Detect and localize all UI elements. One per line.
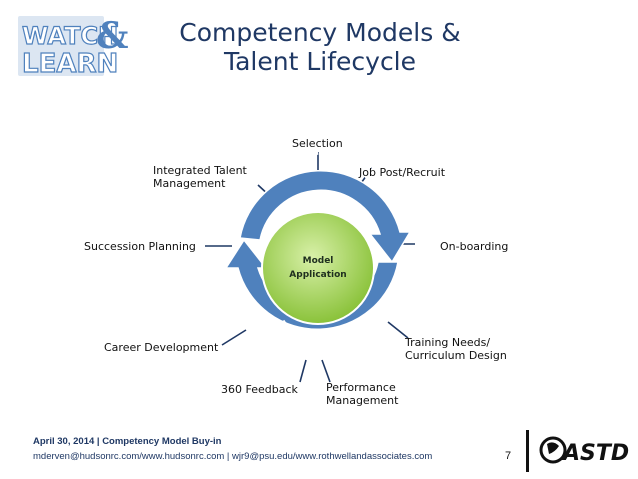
center-label-line2: Application — [289, 270, 346, 280]
astd-globe-icon — [539, 436, 567, 464]
spoke-performance — [321, 359, 331, 383]
center-circle — [261, 211, 375, 325]
ring-arrow-top — [239, 170, 412, 264]
label-performance-line2: Management — [326, 394, 399, 407]
slide-title: Competency Models & Talent Lifecycle — [150, 18, 490, 76]
footer-date-line: April 30, 2014 | Competency Model Buy-in — [33, 436, 222, 447]
label-succession-planning: Succession Planning — [84, 240, 196, 253]
label-job-post-recruit: Job Post/Recruit — [359, 166, 446, 179]
label-360-feedback: 360 Feedback — [221, 383, 298, 396]
label-performance-line1: Performance — [326, 381, 396, 394]
slide-title-line2: Talent Lifecycle — [223, 47, 417, 76]
label-training-line2: Curriculum Design — [405, 349, 507, 362]
label-training-needs: Training Needs/ Curriculum Design — [405, 336, 507, 362]
label-selection: Selection — [292, 137, 343, 150]
spoke-training — [387, 321, 409, 339]
footer-divider — [526, 430, 529, 472]
label-integrated-line1: Integrated Talent — [153, 164, 247, 177]
logo-watch-text: WATCH — [22, 22, 118, 50]
page-number: 7 — [505, 450, 512, 462]
label-integrated-line2: Management — [153, 177, 226, 190]
label-training-line1: Training Needs/ — [405, 336, 491, 349]
astd-logo-text: ASTD — [561, 441, 629, 466]
logo-ampersand: & — [96, 15, 129, 57]
footer-contact-line: mderven@hudsonrc.com/www.hudsonrc.com | … — [33, 451, 433, 462]
spoke-career — [221, 329, 247, 346]
label-performance-management: Performance Management — [326, 381, 398, 407]
label-career-development: Career Development — [104, 341, 219, 354]
center-label-line1: Model — [303, 256, 334, 266]
astd-logo: ASTD — [539, 436, 629, 466]
label-onboarding: On-boarding — [440, 240, 509, 253]
lifecycle-diagram: EMPLOYEE LIFECYCLE Model Application — [205, 152, 415, 383]
logo-learn-text: LEARN — [22, 49, 118, 79]
watch-and-learn-logo: WATCH & LEARN — [18, 15, 129, 80]
label-integrated-talent-management: Integrated Talent Management — [153, 164, 247, 190]
slide-title-line1: Competency Models & — [179, 18, 461, 47]
spoke-feedback — [299, 359, 307, 383]
